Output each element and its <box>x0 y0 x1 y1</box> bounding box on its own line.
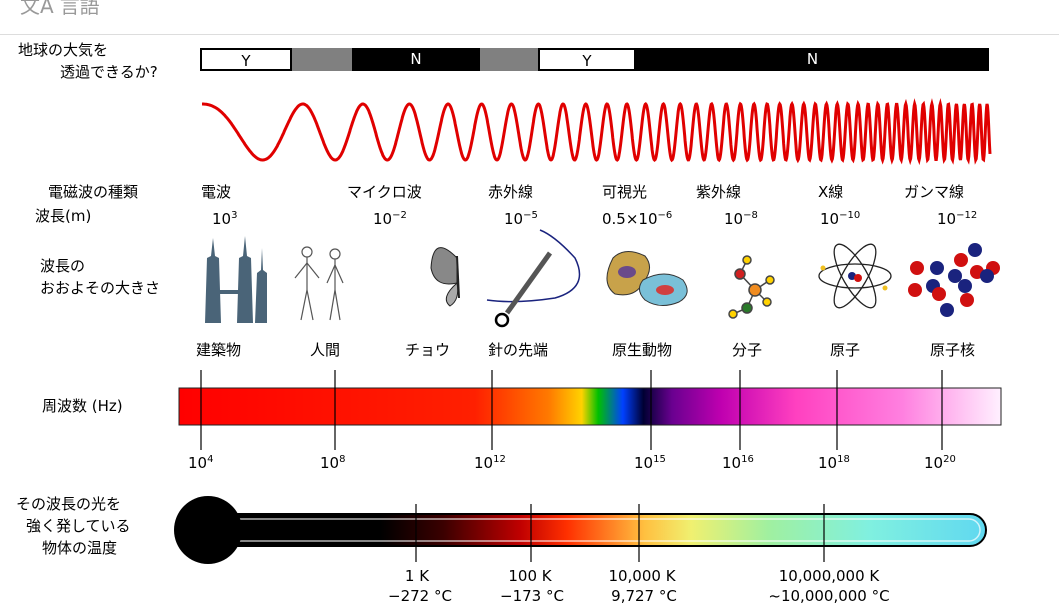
atmosphere-label-line1: 地球の大気を <box>18 41 109 59</box>
temperature-tick-c: −173 °C <box>500 587 564 605</box>
frequency-ticks <box>200 370 943 450</box>
thermometer <box>174 496 987 564</box>
temperature-tick-c: 9,727 °C <box>611 587 677 605</box>
butterfly-icon <box>430 247 460 307</box>
type-microwave: マイクロ波 <box>347 183 422 201</box>
language-selector[interactable]: 文A 言語 <box>20 0 100 19</box>
atmosphere-segment: N <box>352 48 480 71</box>
translate-icon: 文A <box>20 0 54 18</box>
temperature-tick-k: 10,000 K <box>608 567 676 585</box>
atmosphere-segment: N <box>636 48 989 71</box>
protozoa-icon <box>606 251 688 306</box>
frequency-bar <box>178 370 1002 450</box>
wavelength-value: 0.5×10−6 <box>602 210 673 228</box>
wave-graphic <box>202 98 992 166</box>
wavelength-value: 10−8 <box>724 210 758 228</box>
frequency-tick-label: 108 <box>320 454 346 472</box>
language-label: 言語 <box>59 0 100 18</box>
type-xray: X線 <box>818 183 844 201</box>
frequency-tick-label: 1012 <box>474 454 506 472</box>
temperature-tick-c: ~10,000,000 °C <box>768 587 890 605</box>
scale-building: 建築物 <box>196 341 242 359</box>
frequency-tick-label: 104 <box>188 454 214 472</box>
temperature-tick-k: 100 K <box>508 567 552 585</box>
atmosphere-segment <box>292 48 352 71</box>
types-row-label: 電磁波の種類 <box>48 183 139 201</box>
nucleus-icon <box>908 243 1000 317</box>
temperature-label-line1: その波長の光を <box>16 495 122 513</box>
scale-label-line1: 波長の <box>40 257 86 275</box>
atom-icon <box>818 243 892 309</box>
wavelength-label: 波長(m) <box>35 207 92 225</box>
temperature-tick-k: 1 K <box>404 567 430 585</box>
wavelength-value: 10−12 <box>937 210 978 228</box>
header-divider <box>0 34 1059 35</box>
wave-line <box>202 98 992 166</box>
frequency-tick-label: 1016 <box>722 454 754 472</box>
human-icon <box>294 246 344 321</box>
temperature-label-line3: 物体の温度 <box>42 539 118 557</box>
type-gamma: ガンマ線 <box>904 183 965 201</box>
temperature-tick-k: 10,000,000 K <box>778 567 880 585</box>
type-visible: 可視光 <box>602 183 648 201</box>
scale-protozoa: 原生動物 <box>612 341 673 359</box>
scale-nucleus: 原子核 <box>930 341 976 359</box>
scale-atom: 原子 <box>830 341 861 359</box>
scale-butterfly: チョウ <box>405 341 451 359</box>
molecule-icon <box>728 255 775 319</box>
scale-needle-tip: 針の先端 <box>488 341 549 359</box>
building-icon <box>205 236 267 323</box>
type-radio: 電波 <box>201 183 232 201</box>
atmosphere-segment: Y <box>538 48 636 71</box>
wavelength-value: 10−5 <box>504 210 538 228</box>
scale-molecule: 分子 <box>732 341 763 359</box>
needle-icon <box>486 229 581 328</box>
type-infrared: 赤外線 <box>488 183 534 201</box>
temperature-label-line2: 強く発している <box>26 517 131 535</box>
wavelength-value: 10−10 <box>820 210 861 228</box>
frequency-label: 周波数 (Hz) <box>42 397 123 415</box>
atmosphere-label-line2: 透過できるか? <box>60 63 158 81</box>
scale-human: 人間 <box>310 341 341 359</box>
scale-illustrations <box>205 229 1000 328</box>
wavelength-value: 103 <box>212 210 238 228</box>
frequency-tick-label: 1015 <box>634 454 666 472</box>
type-ultraviolet: 紫外線 <box>696 183 742 201</box>
frequency-tick-label: 1020 <box>924 454 956 472</box>
atmosphere-segment: Y <box>200 48 292 71</box>
wavelength-value: 10−2 <box>373 210 407 228</box>
temperature-tick-c: −272 °C <box>388 587 452 605</box>
temperature-ticks <box>415 504 825 562</box>
atmosphere-segment <box>480 48 538 71</box>
frequency-tick-label: 1018 <box>818 454 850 472</box>
scale-label-line2: おおよその大きさ <box>40 279 161 297</box>
